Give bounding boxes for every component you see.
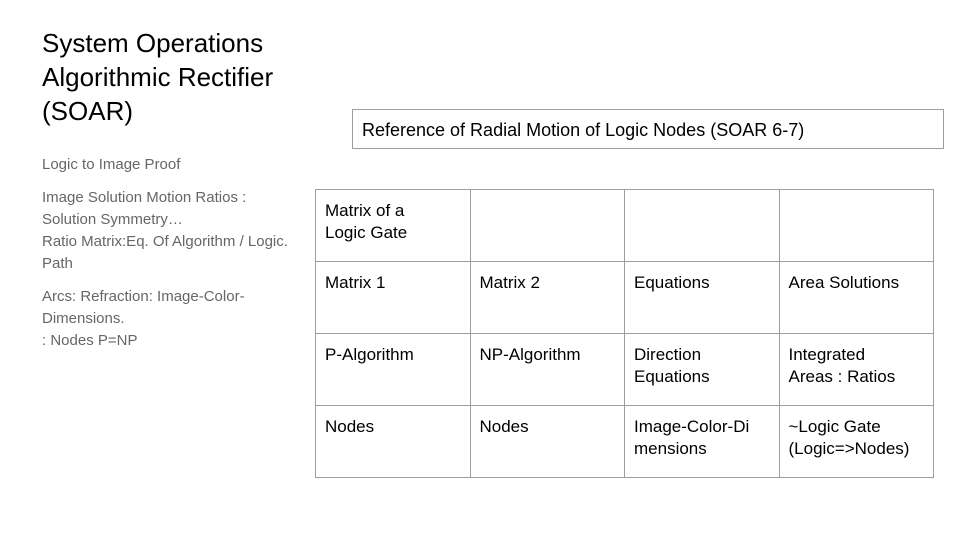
cell-line: ~Logic Gate — [788, 417, 881, 436]
table-cell: Nodes — [315, 405, 471, 478]
table-cell: Matrix 2 — [469, 261, 625, 334]
subtitle-line: Logic to Image Proof — [42, 156, 181, 173]
table-row: Nodes Nodes Image-Color-Di mensions ~Log… — [315, 405, 934, 478]
table-cell: Direction Equations — [624, 333, 780, 406]
table-cell — [469, 189, 625, 262]
reference-box: Reference of Radial Motion of Logic Node… — [352, 109, 944, 149]
matrix-table: Matrix of a Logic Gate Matrix 1 Matrix 2… — [315, 189, 934, 478]
subtitle-line: Dimensions. — [42, 310, 125, 327]
table-cell: Nodes — [469, 405, 625, 478]
cell-line: Matrix 2 — [479, 273, 540, 292]
cell-line: Matrix of a — [325, 201, 405, 220]
subtitle-line: Ratio Matrix:Eq. Of Algorithm / Logic. — [42, 233, 288, 250]
title-line: Algorithmic Rectifier — [42, 62, 274, 92]
cell-line: P-Algorithm — [325, 345, 414, 364]
subtitle-line: Solution Symmetry… — [42, 211, 183, 228]
cell-line: (Logic=>Nodes) — [788, 439, 910, 458]
slide-subtitle: Logic to Image Proof Image Solution Moti… — [42, 154, 312, 363]
table-cell: P-Algorithm — [315, 333, 471, 406]
cell-line: Matrix 1 — [325, 273, 386, 292]
cell-line: Logic Gate — [325, 223, 408, 242]
cell-line: Equations — [634, 273, 710, 292]
table-row: Matrix of a Logic Gate — [315, 189, 934, 262]
table-cell: Matrix of a Logic Gate — [315, 189, 471, 262]
cell-line: Areas : Ratios — [788, 367, 896, 386]
table-cell: NP-Algorithm — [469, 333, 625, 406]
subtitle-line: : Nodes P=NP — [42, 332, 138, 349]
subtitle-paragraph: Image Solution Motion Ratios : Solution … — [42, 187, 312, 275]
table-cell: Matrix 1 — [315, 261, 471, 334]
subtitle-line: Image Solution Motion Ratios : — [42, 189, 247, 206]
table-cell — [624, 189, 780, 262]
table-cell: ~Logic Gate (Logic=>Nodes) — [778, 405, 934, 478]
table-cell: Equations — [624, 261, 780, 334]
title-line: System Operations — [42, 28, 264, 58]
slide-title: System Operations Algorithmic Rectifier … — [42, 26, 342, 128]
cell-line: Area Solutions — [788, 273, 900, 292]
table-cell: Area Solutions — [778, 261, 934, 334]
table-row: P-Algorithm NP-Algorithm Direction Equat… — [315, 333, 934, 406]
title-line: (SOAR) — [42, 96, 133, 126]
table-cell — [778, 189, 934, 262]
subtitle-line: Path — [42, 255, 73, 272]
cell-line: Integrated — [788, 345, 866, 364]
cell-line: Nodes — [325, 417, 375, 436]
cell-line: Direction — [634, 345, 702, 364]
cell-line: NP-Algorithm — [479, 345, 581, 364]
subtitle-paragraph: Logic to Image Proof — [42, 154, 312, 176]
table-cell: Image-Color-Di mensions — [624, 405, 780, 478]
reference-text: Reference of Radial Motion of Logic Node… — [362, 120, 805, 140]
cell-line: Equations — [634, 367, 710, 386]
table-row: Matrix 1 Matrix 2 Equations Area Solutio… — [315, 261, 934, 334]
subtitle-line: Arcs: Refraction: Image-Color- — [42, 288, 245, 305]
subtitle-paragraph: Arcs: Refraction: Image-Color- Dimension… — [42, 286, 312, 352]
cell-line: Nodes — [479, 417, 529, 436]
cell-line: mensions — [634, 439, 707, 458]
table-cell: Integrated Areas : Ratios — [778, 333, 934, 406]
cell-line: Image-Color-Di — [634, 417, 750, 436]
